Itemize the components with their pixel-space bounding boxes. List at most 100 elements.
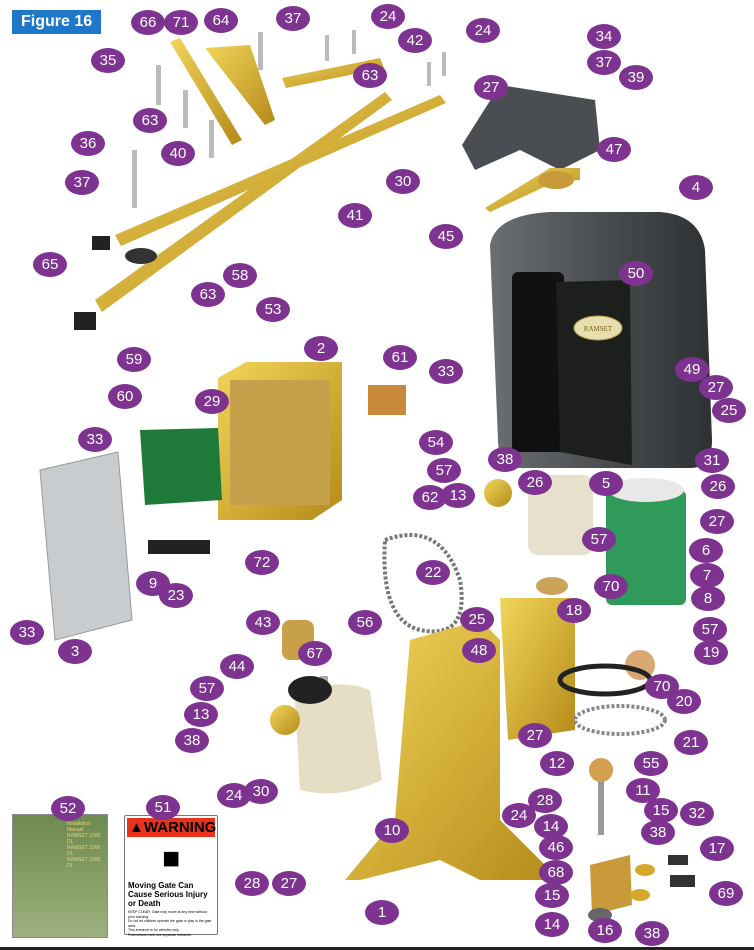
callout-27: 27 xyxy=(474,75,508,100)
gearbox-5 xyxy=(528,475,593,555)
callout-37: 37 xyxy=(65,170,99,195)
callout-66: 66 xyxy=(131,10,165,35)
callout-33: 33 xyxy=(429,359,463,384)
callout-64: 64 xyxy=(204,8,238,33)
callout-27: 27 xyxy=(272,871,306,896)
figure-label: Figure 16 xyxy=(12,10,102,34)
callout-22: 22 xyxy=(416,560,450,585)
warning-line: Pedestrians must use separate entrance. xyxy=(128,932,192,937)
callout-34: 34 xyxy=(587,24,621,49)
callout-70: 70 xyxy=(594,574,628,599)
callout-5: 5 xyxy=(589,471,623,496)
callout-44: 44 xyxy=(220,654,254,679)
callout-25: 25 xyxy=(712,398,746,423)
callout-18: 18 xyxy=(557,598,591,623)
mount-plate-48 xyxy=(500,598,575,740)
callout-65: 65 xyxy=(33,252,67,277)
bushing-blocks xyxy=(74,236,157,330)
callout-67: 67 xyxy=(298,641,332,666)
callout-26: 26 xyxy=(701,474,735,499)
callout-60: 60 xyxy=(108,384,142,409)
callout-21: 21 xyxy=(674,730,708,755)
installation-manual: Installation Manual RAMSET 1000 DL RAMSE… xyxy=(12,814,108,938)
circuit-board xyxy=(140,428,222,554)
limit-switches xyxy=(630,855,695,901)
manual-title: Installation Manual xyxy=(67,821,91,833)
divider xyxy=(0,947,754,950)
callout-72: 72 xyxy=(245,550,279,575)
callout-63: 63 xyxy=(353,63,387,88)
warning-line: This entrance is for vehicles only. xyxy=(128,928,180,932)
callout-52: 52 xyxy=(51,796,85,821)
callout-43: 43 xyxy=(246,610,280,635)
callout-15: 15 xyxy=(644,798,678,823)
callout-13: 13 xyxy=(441,483,475,508)
enclosure-cover: RAMSET xyxy=(490,212,712,468)
callout-50: 50 xyxy=(619,261,653,286)
callout-41: 41 xyxy=(338,203,372,228)
motor xyxy=(606,478,686,605)
arm-rails xyxy=(95,38,446,312)
shaft-11 xyxy=(589,758,613,835)
chain-22 xyxy=(382,533,464,634)
callout-10: 10 xyxy=(375,818,409,843)
callout-33: 33 xyxy=(10,620,44,645)
manual-model: RAMSET 2000 DL xyxy=(67,857,101,869)
callout-36: 36 xyxy=(71,131,105,156)
callout-46: 46 xyxy=(539,835,573,860)
callout-56: 56 xyxy=(348,610,382,635)
callout-38: 38 xyxy=(641,820,675,845)
callout-40: 40 xyxy=(161,141,195,166)
warning-line: KEEP CLEAR: Gate may move at any time wi… xyxy=(128,910,207,919)
callout-38: 38 xyxy=(488,447,522,472)
callout-63: 63 xyxy=(191,282,225,307)
callout-24: 24 xyxy=(371,4,405,29)
callout-29: 29 xyxy=(195,389,229,414)
callout-3: 3 xyxy=(58,639,92,664)
callout-51: 51 xyxy=(146,795,180,820)
warning-header: ▲WARNING xyxy=(127,818,217,837)
callout-45: 45 xyxy=(429,224,463,249)
callout-37: 37 xyxy=(276,6,310,31)
callout-2: 2 xyxy=(304,336,338,361)
callout-47: 47 xyxy=(597,137,631,162)
release-lever xyxy=(485,168,580,212)
manual-model: RAMSET 1000 DL xyxy=(67,833,101,845)
main-frame-1 xyxy=(345,620,560,880)
callout-16: 16 xyxy=(588,918,622,943)
sprocket-top xyxy=(484,479,512,507)
callout-28: 28 xyxy=(235,871,269,896)
callout-13: 13 xyxy=(184,702,218,727)
callout-14: 14 xyxy=(534,814,568,839)
callout-31: 31 xyxy=(695,448,729,473)
callout-68: 68 xyxy=(539,860,573,885)
transformer xyxy=(368,385,406,415)
bracket-46 xyxy=(590,855,632,915)
callout-48: 48 xyxy=(462,638,496,663)
callout-15: 15 xyxy=(535,883,569,908)
clutch-44 xyxy=(288,676,332,704)
callout-32: 32 xyxy=(680,801,714,826)
crush-hazard-icon: ■ xyxy=(161,842,181,875)
callout-17: 17 xyxy=(700,836,734,861)
control-box xyxy=(218,362,342,520)
callout-55: 55 xyxy=(634,751,668,776)
callout-57: 57 xyxy=(427,458,461,483)
callout-69: 69 xyxy=(709,881,743,906)
warning-header-text: WARNING xyxy=(143,819,217,836)
callout-33: 33 xyxy=(78,427,112,452)
callout-24: 24 xyxy=(502,803,536,828)
cover-plate xyxy=(39,451,133,641)
bracket-cover-39 xyxy=(462,85,600,170)
callout-35: 35 xyxy=(91,48,125,73)
callout-20: 20 xyxy=(667,689,701,714)
callout-37: 37 xyxy=(587,50,621,75)
callout-19: 19 xyxy=(694,640,728,665)
callout-58: 58 xyxy=(223,263,257,288)
callout-27: 27 xyxy=(699,375,733,400)
sprocket-13 xyxy=(270,705,300,735)
callout-61: 61 xyxy=(383,345,417,370)
callout-70: 70 xyxy=(645,674,679,699)
callout-1: 1 xyxy=(365,900,399,925)
enclosure-badge: RAMSET xyxy=(584,325,613,333)
